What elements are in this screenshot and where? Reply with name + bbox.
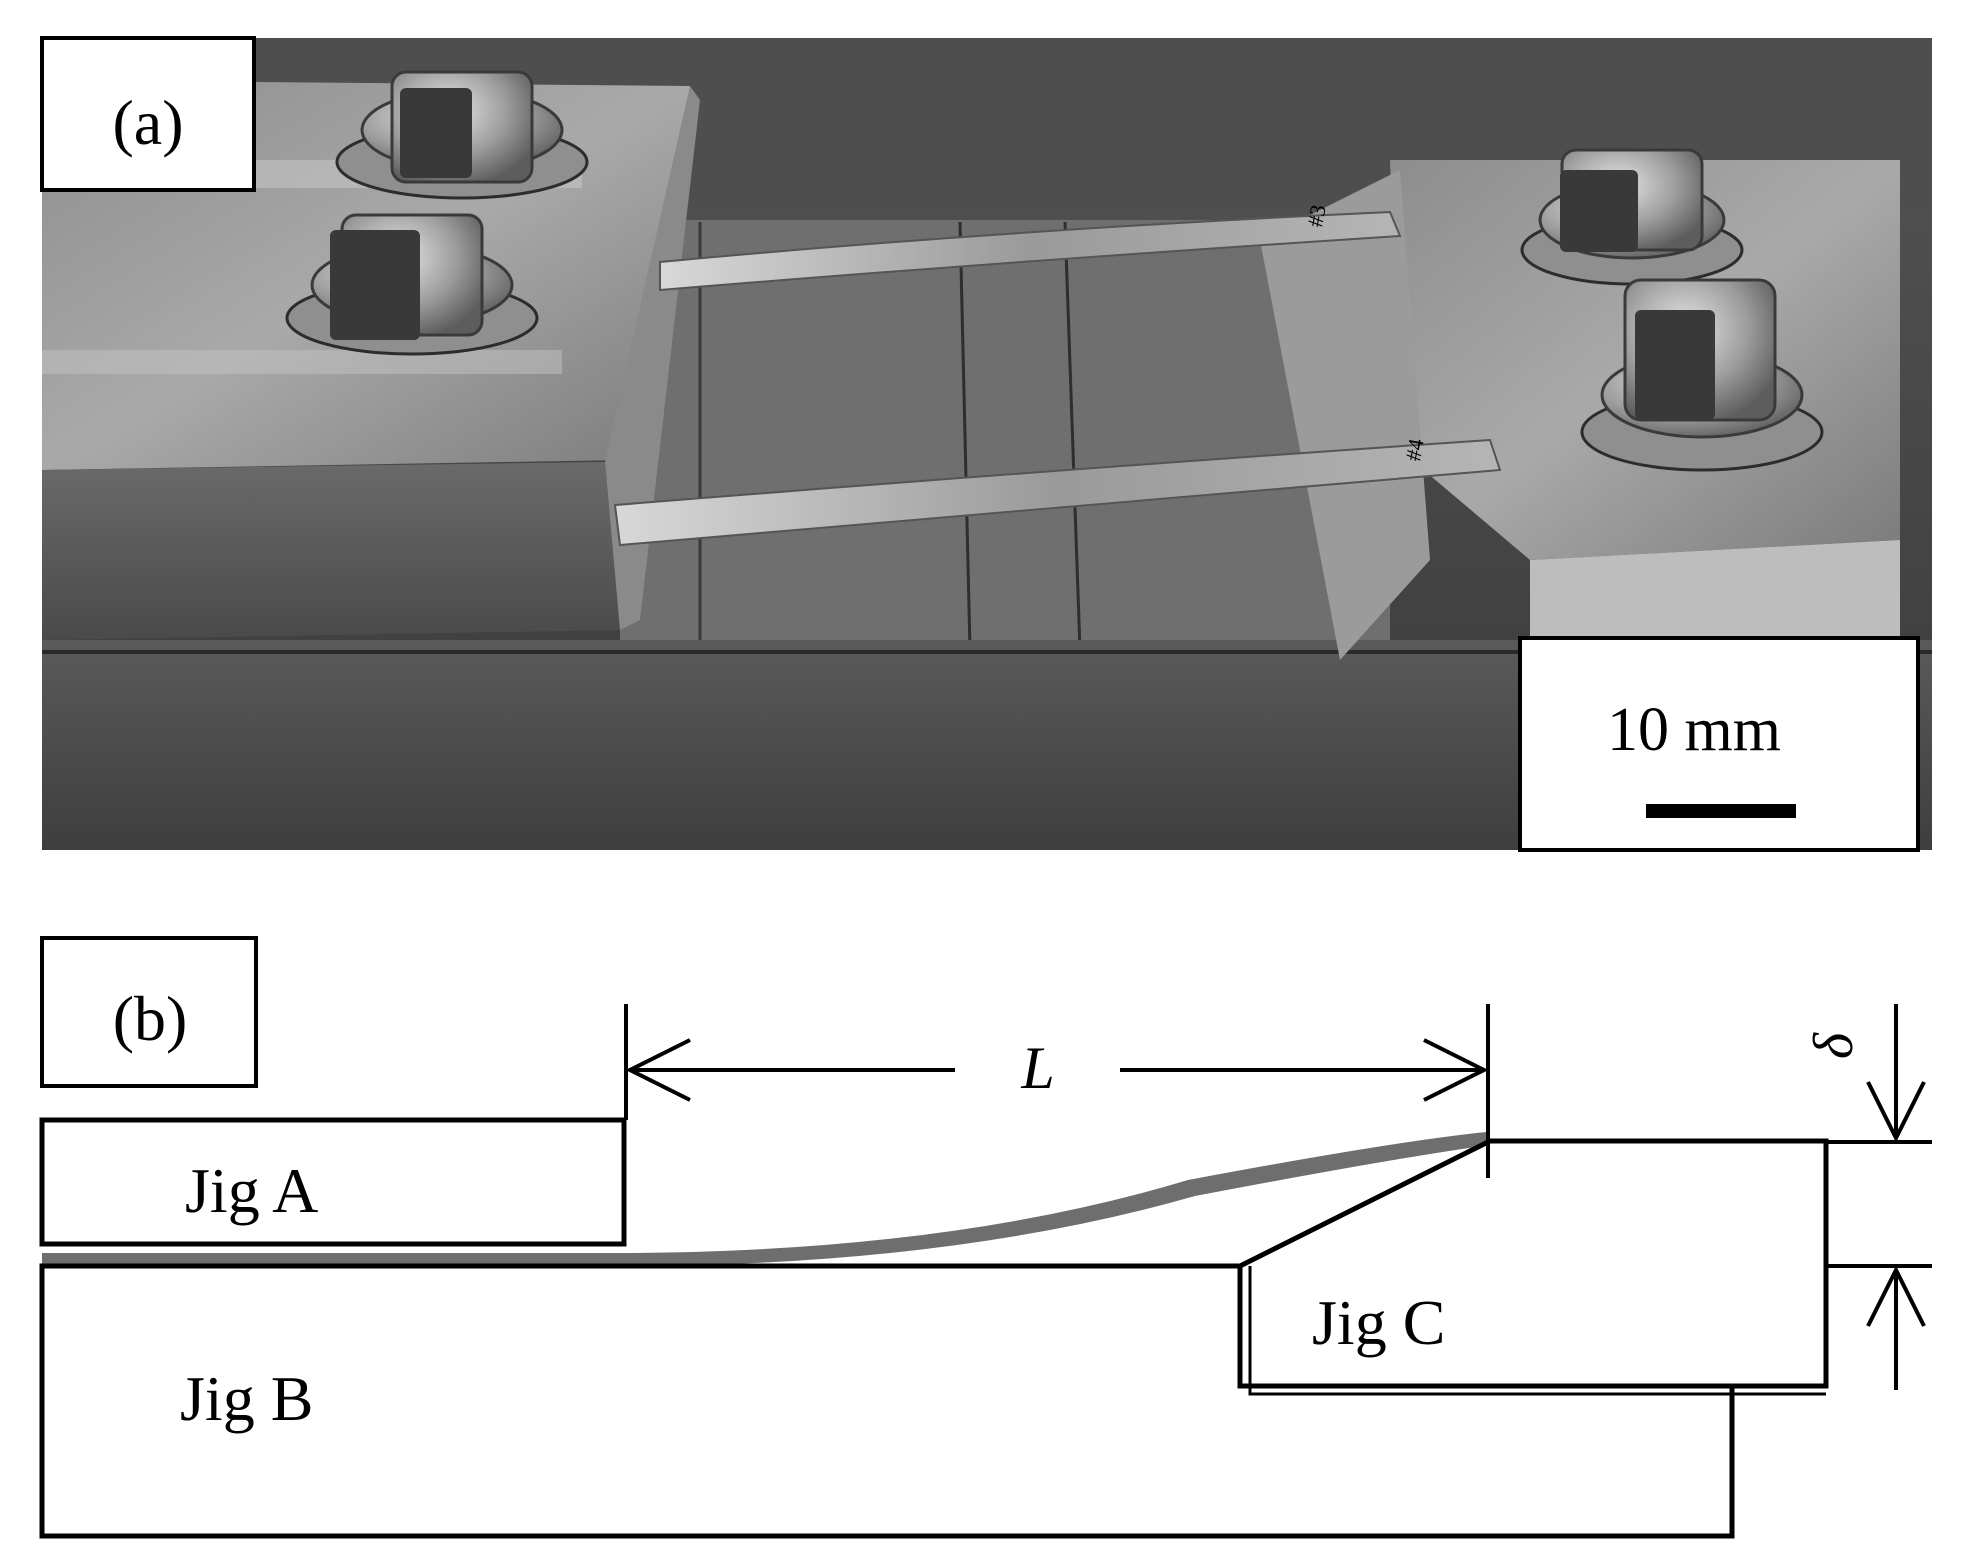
jig-c-outline <box>1237 1138 1829 1389</box>
photo-panel-a: #3 #4 (a) <box>40 36 1932 852</box>
panel-b-label: (b) <box>113 983 188 1054</box>
photo-specimen-strip-2 <box>613 438 1502 547</box>
photo-bolt-icon <box>1580 278 1824 472</box>
photo-groove <box>958 221 972 651</box>
photo-bolt-icon <box>1520 148 1744 286</box>
jig-c-label: Jig C <box>1312 1287 1445 1358</box>
photo-specimen-mark-1: #3 <box>1302 203 1330 229</box>
photo-bolt-icon <box>335 70 589 200</box>
delta-arrowhead-top <box>1866 1081 1926 1143</box>
schematic-panel-b: (b) Jig B Jig A Jig C L δ <box>39 936 1932 1539</box>
photo-specimen-mark-2: #4 <box>1400 437 1428 463</box>
deflection-symbol-label: δ <box>1803 1032 1865 1059</box>
jig-c-shadow-edge <box>1248 1266 1826 1396</box>
delta-arrowhead-bottom <box>1866 1265 1926 1327</box>
photo-jig-c-slope <box>1260 170 1430 660</box>
photo-jig-a-side <box>605 86 700 630</box>
panel-b-label-box <box>40 936 258 1088</box>
photo-groove <box>1063 221 1082 651</box>
scale-bar <box>1646 804 1796 818</box>
l-arrowhead-right <box>1423 1038 1489 1102</box>
photo-specimen-strip-1 <box>659 210 1402 292</box>
panel-a-label-box <box>40 36 256 192</box>
photo-jig-a-front <box>42 462 620 640</box>
panel-a-label: (a) <box>112 87 183 158</box>
jig-a-outline <box>39 1117 627 1247</box>
scale-bar-label: 10 mm <box>1607 696 1781 764</box>
photo-slot <box>42 350 562 374</box>
length-symbol-label: L <box>1020 1035 1054 1101</box>
photo-bolt-icon <box>285 213 539 356</box>
photo-jig-c-front <box>1530 540 1900 650</box>
jig-b-label: Jig B <box>180 1363 313 1434</box>
jig-a-label: Jig A <box>185 1155 318 1226</box>
photo-jig-b-top <box>620 220 1390 650</box>
l-arrowhead-left <box>625 1038 691 1102</box>
